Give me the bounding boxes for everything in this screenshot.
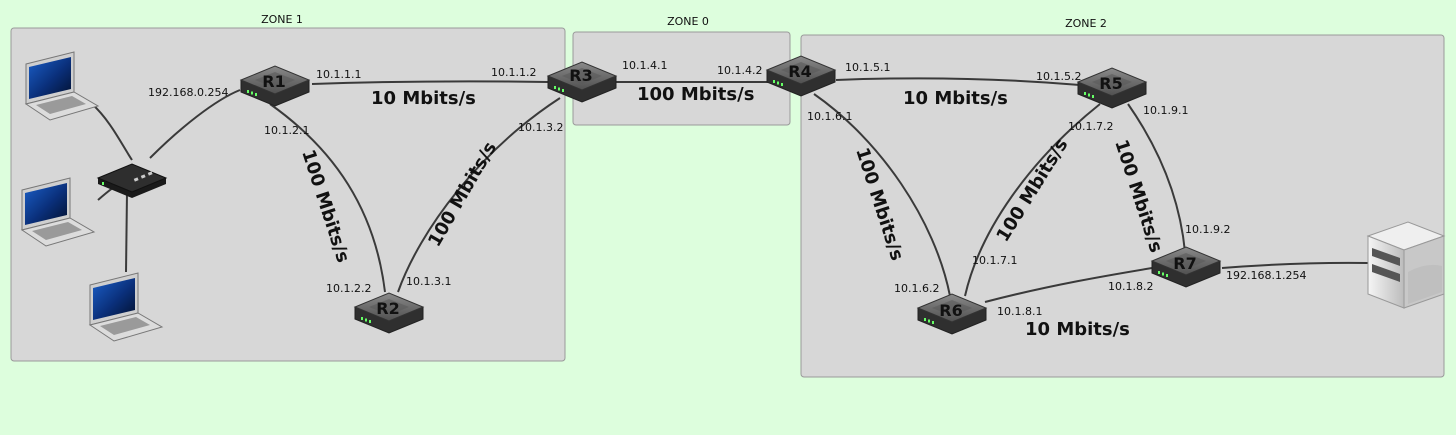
link-r4-r6 [813, 93, 951, 297]
ip-r6-r7-b: 10.1.8.2 [1108, 280, 1153, 293]
router-r6[interactable]: R6 [917, 293, 987, 335]
router-r3-label: R3 [569, 66, 592, 85]
link-switch-r1 [149, 89, 241, 159]
server-icon [1366, 221, 1446, 309]
ip-r3-r4-b: 10.1.4.2 [717, 64, 762, 77]
ip-r1-r2-a: 10.1.2.1 [264, 124, 309, 137]
router-r1[interactable]: R1 [240, 65, 310, 107]
switch-icon [96, 163, 168, 198]
speed-r4-r5: 10 Mbits/s [903, 88, 1008, 109]
router-r7[interactable]: R7 [1151, 246, 1221, 288]
link-r7-server [1221, 261, 1369, 269]
router-r3[interactable]: R3 [547, 61, 617, 103]
ip-r6-r7-a: 10.1.8.1 [997, 305, 1042, 318]
router-r1-label: R1 [262, 72, 285, 91]
link-r5-r7 [1127, 103, 1186, 253]
link-r1-r3 [311, 80, 549, 85]
ip-r3-r4-a: 10.1.4.1 [622, 59, 667, 72]
link-laptop1-switch [91, 103, 133, 161]
link-laptop3-switch [125, 191, 128, 273]
ip-r4-r6-b: 10.1.6.2 [894, 282, 939, 295]
ip-r4-r5-b: 10.1.5.2 [1036, 70, 1081, 83]
router-r6-label: R6 [939, 301, 962, 320]
link-r3-r2 [397, 97, 561, 293]
router-r5-label: R5 [1099, 74, 1122, 93]
speed-r6-r7: 10 Mbits/s [1025, 319, 1130, 340]
speed-r1-r3: 10 Mbits/s [371, 88, 476, 109]
ip-r3-r2-b: 10.1.3.1 [406, 275, 451, 288]
ip-r4-r6-a: 10.1.6.1 [807, 110, 852, 123]
router-r2[interactable]: R2 [354, 292, 424, 334]
ip-r5-r7-a: 10.1.9.1 [1143, 104, 1188, 117]
link-r4-r5 [835, 77, 1081, 86]
ip-r7-lan: 192.168.1.254 [1226, 269, 1306, 282]
zone-2-box [800, 34, 1445, 378]
ip-r5-r6-b: 10.1.7.1 [972, 254, 1017, 267]
ip-r1-r3-a: 10.1.1.1 [316, 68, 361, 81]
link-r6-r7 [984, 267, 1153, 303]
router-r5[interactable]: R5 [1077, 67, 1147, 109]
speed-r3-r4: 100 Mbits/s [637, 84, 754, 105]
link-r5-r6 [964, 103, 1101, 297]
ip-r5-r6-a: 10.1.7.2 [1068, 120, 1113, 133]
ip-r5-r7-b: 10.1.9.2 [1185, 223, 1230, 236]
link-r1-r2 [269, 103, 386, 293]
zone-1-title: ZONE 1 [261, 13, 303, 26]
zone-1-box [10, 27, 566, 362]
ip-r4-r5-a: 10.1.5.1 [845, 61, 890, 74]
zone-2-title: ZONE 2 [1065, 17, 1107, 30]
zone-0-title: ZONE 0 [667, 15, 709, 28]
ip-r3-r2-a: 10.1.3.2 [518, 121, 563, 134]
router-r4[interactable]: R4 [766, 55, 836, 97]
router-r2-label: R2 [376, 299, 399, 318]
router-r7-label: R7 [1173, 254, 1196, 273]
router-r4-label: R4 [788, 62, 811, 81]
ip-r1-r2-b: 10.1.2.2 [326, 282, 371, 295]
ip-r1-r3-b: 10.1.1.2 [491, 66, 536, 79]
ip-r1-lan: 192.168.0.254 [148, 86, 228, 99]
